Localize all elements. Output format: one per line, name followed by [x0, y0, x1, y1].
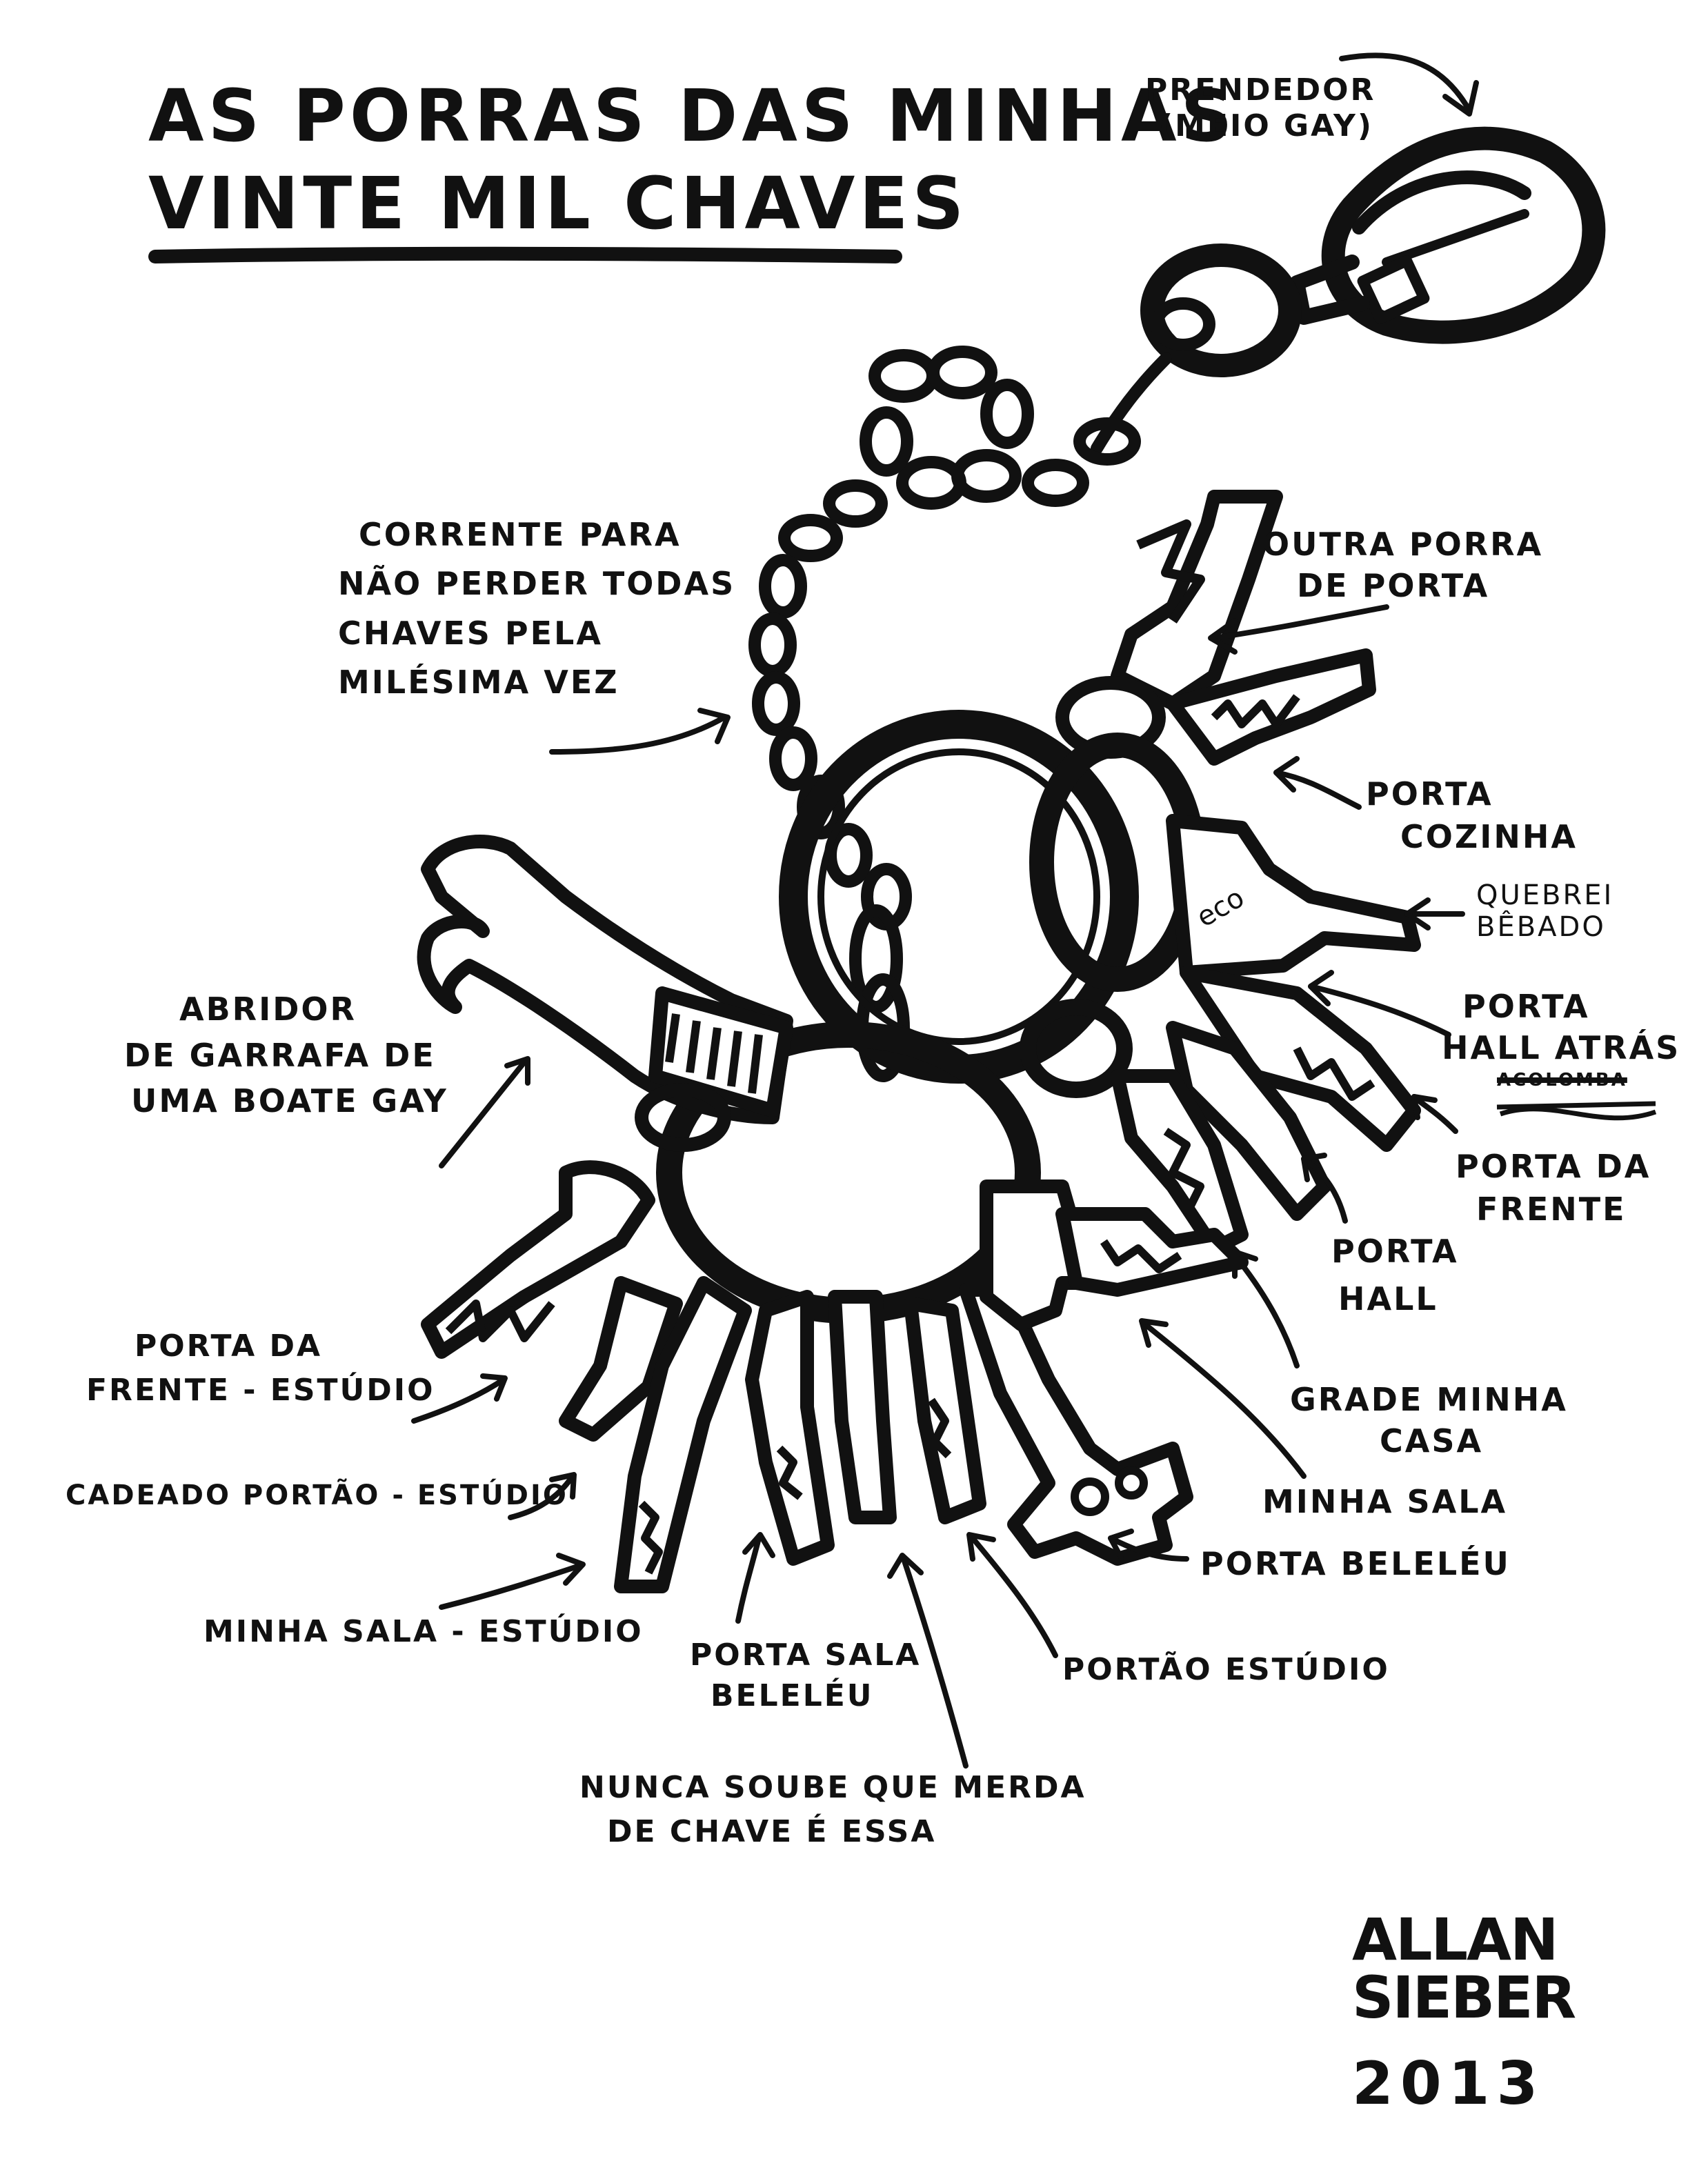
label-minha-sala: MINHA SALA: [1262, 1483, 1507, 1520]
key-portao-estudio: [904, 1297, 986, 1524]
label-outra-porra: OUTRA PORRA DE PORTA: [1262, 524, 1543, 607]
label-line: PORTA: [1366, 775, 1493, 813]
signature-line: SIEBER: [1352, 1964, 1576, 2031]
label-line: MINHA SALA: [1262, 1483, 1508, 1520]
clip-prendedor: [1091, 126, 1606, 455]
label-line: MINHA SALA - ESTÚDIO: [203, 1614, 644, 1649]
label-porta-beleleu: PORTA BELELÉU: [1200, 1545, 1511, 1582]
label-minha-sala-estudio: MINHA SALA - ESTÚDIO: [203, 1614, 644, 1650]
label-line: MILÉSIMA VEZ: [338, 663, 619, 701]
label-portao-estudio: PORTÃO ESTÚDIO: [1062, 1652, 1390, 1688]
key-cadeado-portao-estudio: [559, 1276, 683, 1442]
label-line: NÃO PERDER TODAS: [338, 565, 736, 603]
label-prendedor: PRENDEDOR (MEIO GAY): [1145, 72, 1376, 144]
label-line: GRADE MINHA: [1290, 1381, 1568, 1418]
key-porta-da-frente: [1166, 1021, 1331, 1221]
label-abridor: ABRIDOR DE GARRAFA DE UMA BOATE GAY: [124, 986, 448, 1124]
key-porta-frente-estudio: [421, 1160, 655, 1359]
label-grade-minha-casa: GRADE MINHA CASA: [1290, 1380, 1568, 1462]
label-cadeado: CADEADO PORTÃO - ESTÚDIO: [66, 1480, 568, 1512]
title-line-2: VINTE MIL CHAVES: [148, 161, 969, 246]
label-line: PORTA BELELÉU: [1200, 1545, 1511, 1582]
label-porta-hall: PORTA HALL: [1331, 1228, 1459, 1323]
label-line: BELELÉU: [711, 1678, 874, 1714]
annotation-arrows: [411, 52, 1479, 1769]
label-line: PORTA DA: [135, 1328, 323, 1364]
bottle-opener: [417, 835, 793, 1152]
label-line: COZINHA: [1400, 818, 1578, 856]
label-line: PORTA: [1331, 1233, 1459, 1270]
label-porta-sala-beleleu: PORTA SALA BELELÉU: [690, 1635, 921, 1717]
label-corrente: CORRENTE PARA NÃO PERDER TODAS CHAVES PE…: [338, 510, 735, 707]
label-line: NUNCA SOUBE QUE MERDA: [579, 1770, 1086, 1805]
label-line: ABRIDOR: [179, 991, 357, 1028]
label-line: OUTRA PORRA: [1262, 526, 1544, 563]
key-porta-beleleu: [959, 1283, 1193, 1566]
label-line: PORTÃO ESTÚDIO: [1062, 1652, 1390, 1687]
title-underline: [148, 246, 902, 263]
label-line: HALL: [1338, 1280, 1438, 1317]
label-line: PORTA SALA: [690, 1638, 922, 1673]
label-line: CASA: [1380, 1422, 1484, 1460]
label-line: PORTA: [1462, 988, 1590, 1025]
signature-line: ALLAN: [1352, 1906, 1558, 1973]
key-quebrei-bebado: eco: [1166, 814, 1421, 979]
key-porta-sala-beleleu: [745, 1290, 835, 1566]
label-line: UMA BOATE GAY: [131, 1082, 448, 1120]
signature-year: 2013: [1352, 2049, 1545, 2118]
scribble-cross-out: [1496, 1101, 1657, 1121]
key-grade-minha-casa: [1055, 1207, 1249, 1297]
label-line: PRENDEDOR: [1145, 72, 1376, 108]
label-nunca-soube: NUNCA SOUBE QUE MERDA DE CHAVE É ESSA: [579, 1766, 1086, 1854]
label-line: FRENTE: [1476, 1191, 1627, 1228]
label-line: DE CHAVE É ESSA: [607, 1813, 937, 1849]
key-nunca-soube: [828, 1290, 897, 1524]
title-line-1: AS PORRAS DAS MINHAS: [148, 74, 1237, 158]
label-porta-cozinha: PORTA COZINHA: [1366, 773, 1578, 858]
label-line: QUEBREI: [1476, 879, 1614, 911]
label-line: (MEIO GAY): [1159, 108, 1373, 143]
label-porta-da-frente: PORTA DA FRENTE: [1456, 1145, 1651, 1231]
key-porta-cozinha: [1166, 648, 1376, 766]
label-quebrei-bebado: QUEBREI BÊBADO: [1476, 879, 1613, 943]
page-title: AS PORRAS DAS MINHAS VINTE MIL CHAVES: [148, 72, 1237, 248]
label-line: CHAVES PELA: [338, 614, 603, 652]
label-line: FRENTE - ESTÚDIO: [86, 1372, 435, 1408]
label-line: BÊBADO: [1476, 911, 1606, 943]
label-porta-hall-atras: PORTA HALL ATRÁS ACOLOMBA: [1442, 986, 1680, 1092]
label-line: DE PORTA: [1297, 566, 1490, 604]
label-line: HALL ATRÁS: [1442, 1028, 1681, 1066]
label-line: DE GARRAFA DE: [124, 1036, 436, 1074]
label-line: CADEADO PORTÃO - ESTÚDIO: [66, 1480, 568, 1511]
artist-signature: ALLAN SIEBER 2013: [1352, 1906, 1576, 2118]
key-outra-porra: [1055, 490, 1283, 759]
crossed-out-text: ACOLOMBA: [1497, 1069, 1627, 1091]
label-line: PORTA DA: [1456, 1148, 1651, 1185]
label-porta-frente-estudio: PORTA DA FRENTE - ESTÚDIO: [86, 1324, 435, 1413]
label-line: CORRENTE PARA: [359, 516, 682, 553]
key-minha-sala-estudio: [614, 1276, 752, 1593]
